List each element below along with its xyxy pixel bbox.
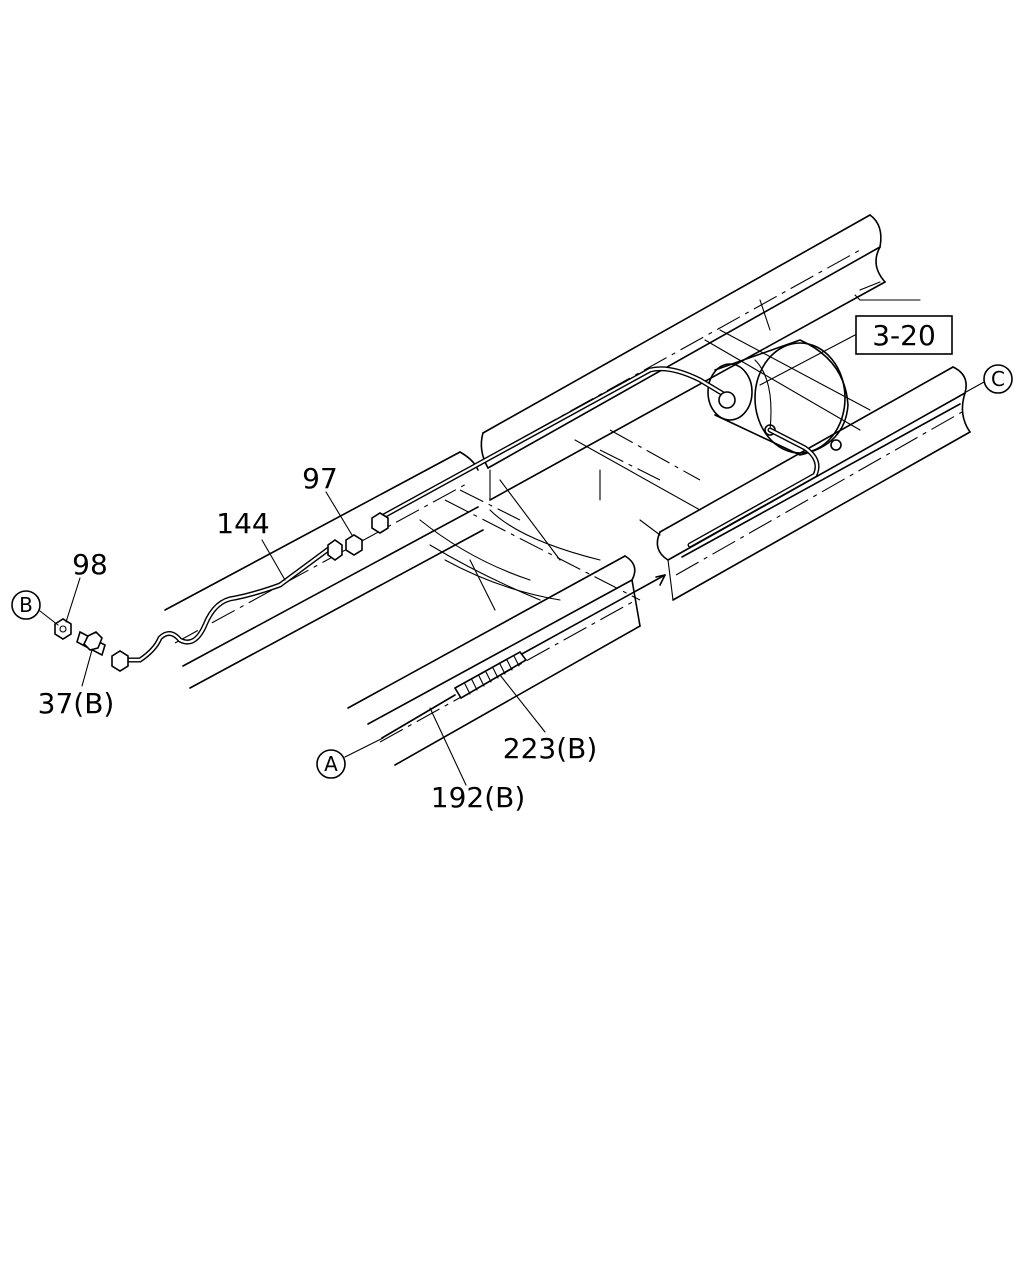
callout-144: 144: [216, 507, 269, 540]
connector-b-label: B: [19, 593, 33, 617]
crossmembers: [419, 281, 921, 611]
connector-c-label: C: [991, 367, 1005, 391]
pipe-end-nut: [111, 650, 129, 672]
spring-223b: [453, 650, 528, 700]
callout-223b: 223(B): [503, 732, 598, 765]
connector-a-label: A: [324, 752, 338, 776]
callout-192b: 192(B): [431, 781, 526, 814]
pipe-144: [117, 545, 333, 663]
leader-lines: [39, 334, 985, 786]
air-tank: [707, 339, 849, 456]
callout-98: 98: [72, 548, 108, 581]
near-rail-rear-section: [656, 366, 971, 601]
reference-box-label: 3-20: [872, 319, 936, 352]
air-pipe-upper: [377, 366, 820, 548]
connector-a-symbol: A: [316, 749, 346, 779]
callout-97: 97: [302, 462, 338, 495]
union-37b: [76, 630, 106, 657]
frame-rails: [164, 214, 971, 766]
callouts: 98 37(B) 144 97 223(B) 192(B): [38, 462, 598, 814]
connector-c-symbol: C: [983, 364, 1013, 394]
far-rail-front-section: [164, 451, 484, 689]
cable-192b: [381, 403, 961, 739]
connector-b-symbol: B: [11, 590, 41, 620]
callout-37b: 37(B): [38, 687, 115, 720]
fitting-97: [327, 512, 389, 561]
reference-box: 3-20: [855, 315, 953, 355]
far-rail-rear-section: [480, 214, 886, 501]
nut-98: [54, 618, 72, 640]
